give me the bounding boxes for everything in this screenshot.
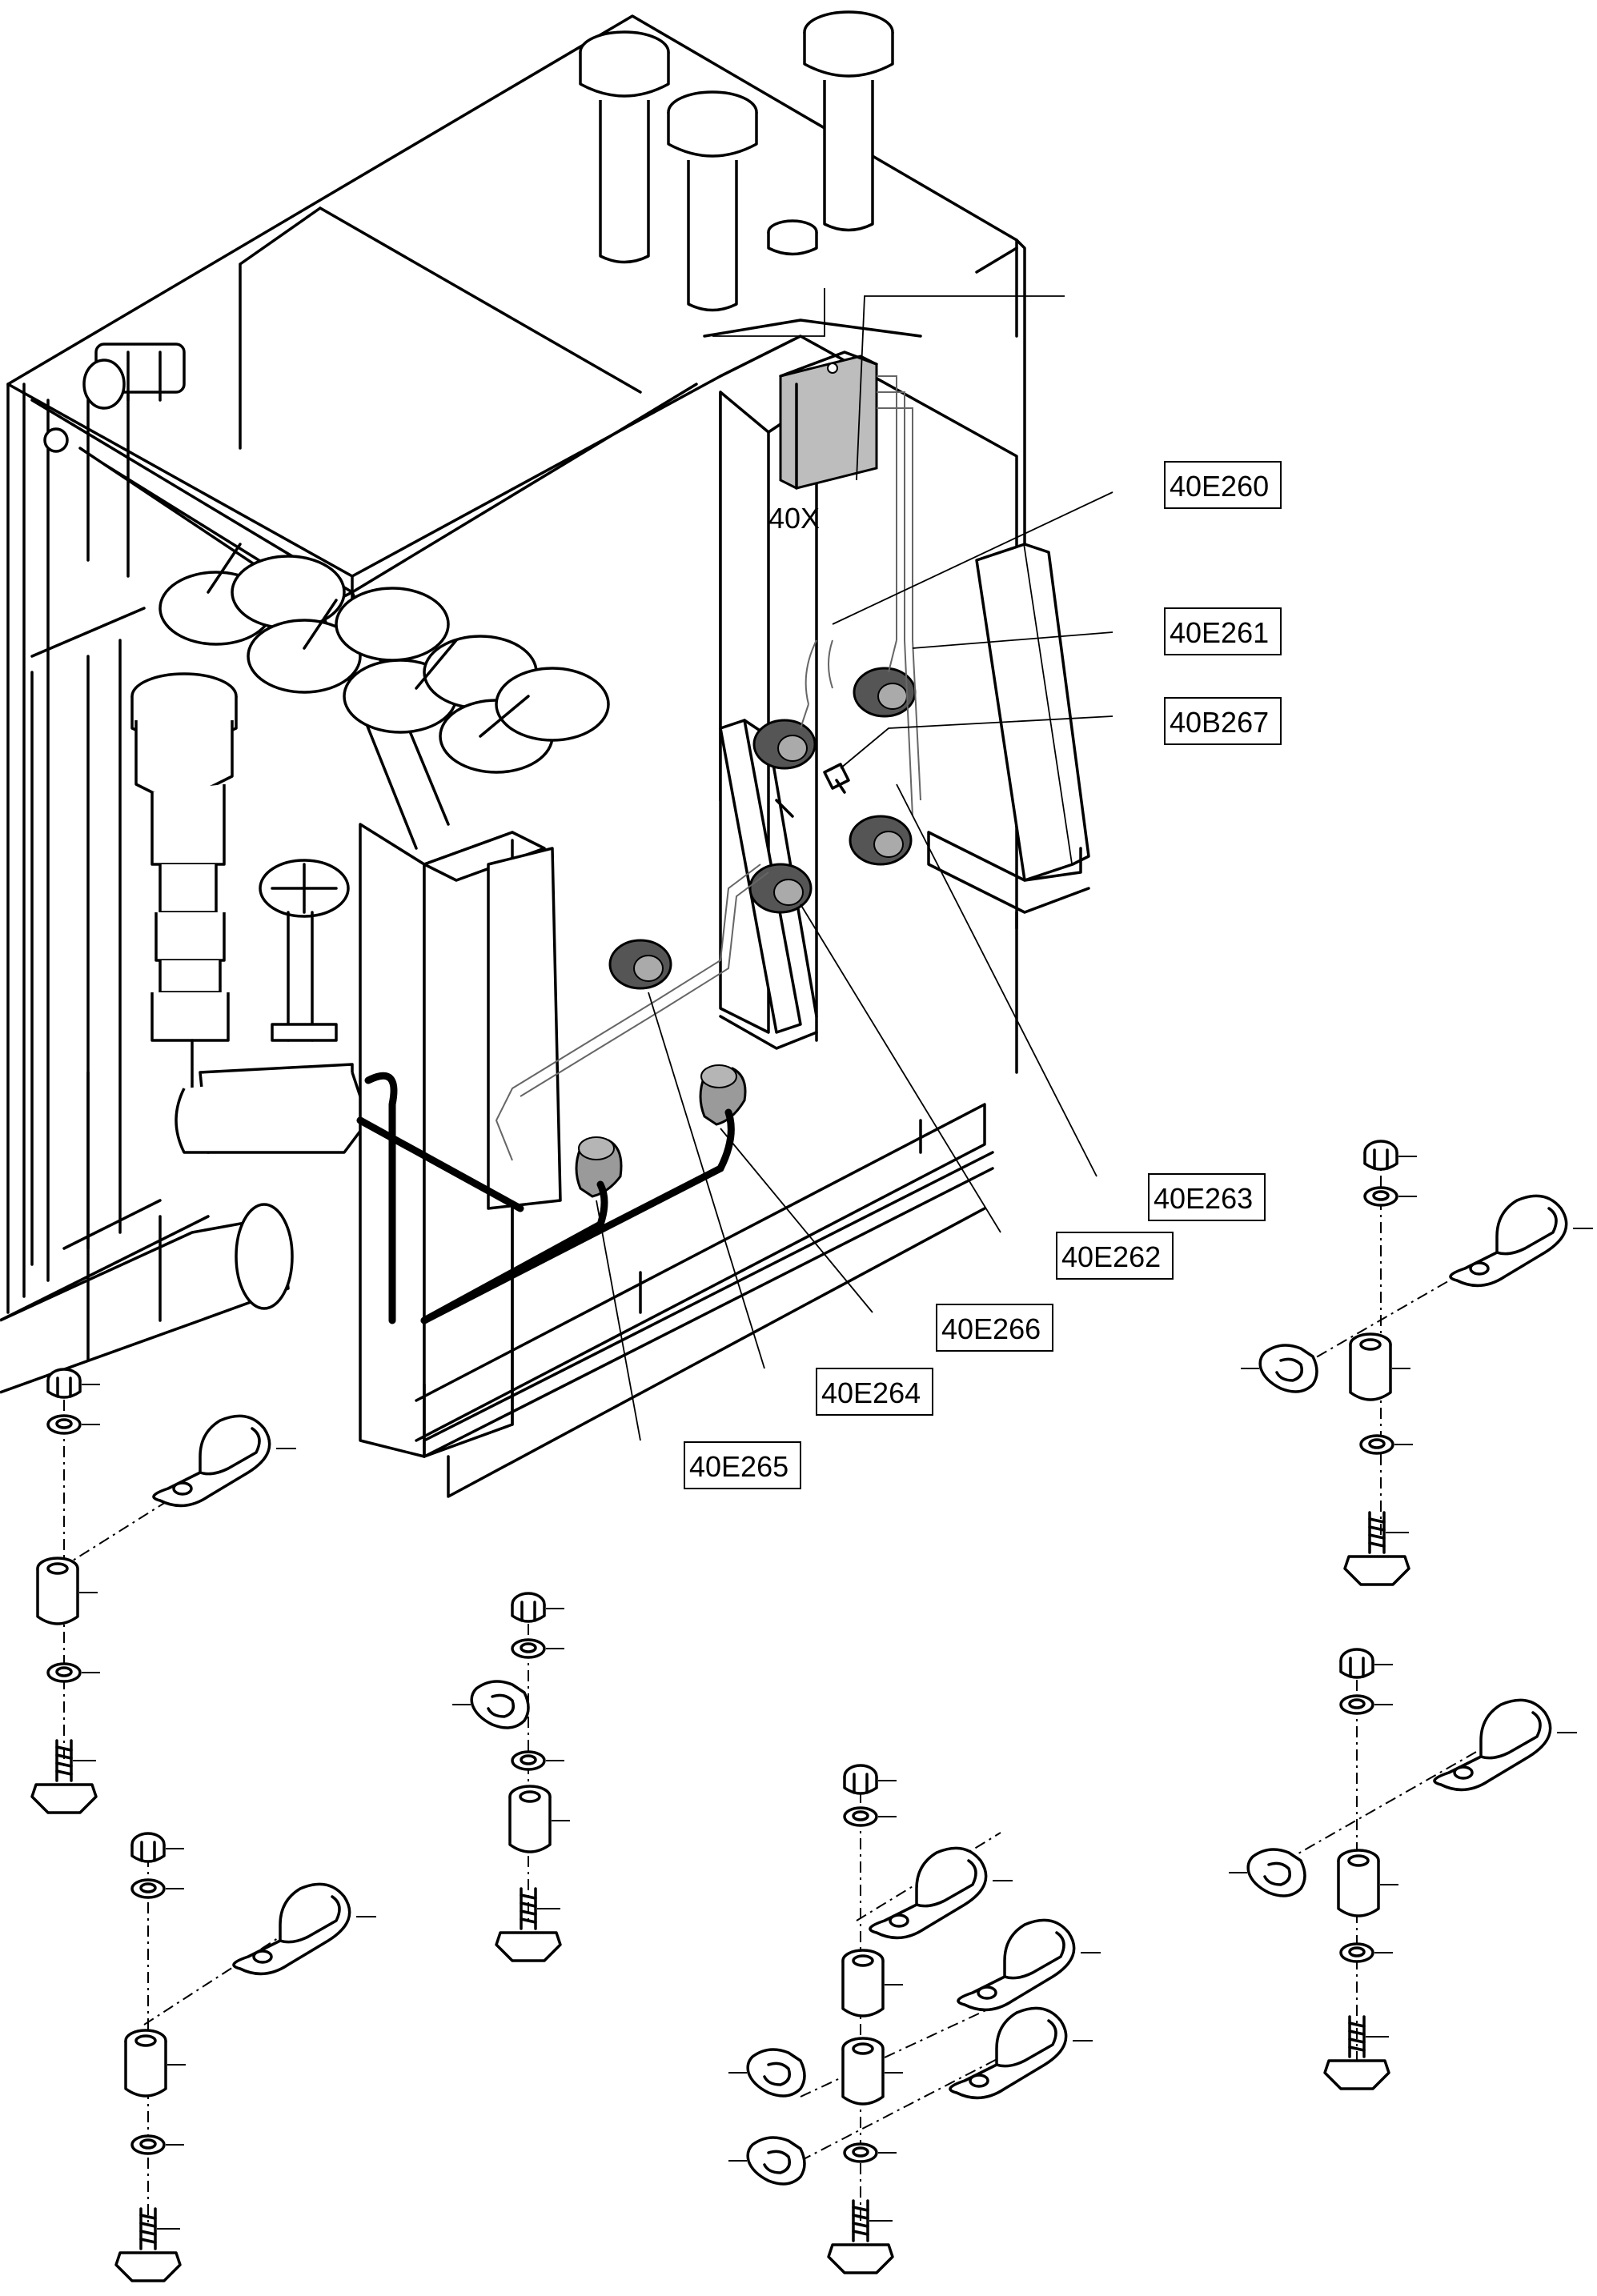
hex-nut	[46, 1368, 102, 1399]
cable-glands	[575, 667, 917, 1198]
small-clamp	[727, 2136, 806, 2186]
washer	[46, 1662, 102, 1683]
top-knobs	[579, 10, 894, 312]
small-clamp	[451, 1680, 530, 1729]
leader-lines	[596, 288, 1113, 1441]
washer	[1359, 1434, 1414, 1455]
washer	[130, 1878, 186, 1899]
small-clamp	[727, 2048, 806, 2098]
gland-40e266	[699, 1064, 747, 1126]
p-clamp	[949, 2006, 1094, 2100]
washer	[843, 1806, 898, 1827]
gland-40e264	[608, 939, 672, 990]
fastener-assembly-e	[1239, 1140, 1595, 1586]
gland-40e262	[748, 863, 813, 914]
callout-40e261: 40E261	[1164, 607, 1282, 655]
washer	[46, 1414, 102, 1435]
t-bolt	[114, 2207, 182, 2282]
motor-unit	[43, 343, 186, 453]
spacer-sleeve	[841, 2037, 905, 2106]
callout-40e263: 40E263	[1148, 1173, 1266, 1221]
hex-nut	[130, 1832, 186, 1863]
knob-left	[579, 30, 670, 264]
p-clamp	[869, 1846, 1014, 1940]
svg-text:40E262: 40E262	[1061, 1240, 1161, 1273]
right-channel	[927, 543, 1090, 930]
callout-40b267: 40B267	[1164, 697, 1282, 745]
washer	[130, 2134, 186, 2155]
washer	[1363, 1186, 1418, 1207]
t-bolt	[1343, 1511, 1410, 1586]
gland-40e261	[853, 667, 917, 718]
p-clamp	[957, 1918, 1102, 2012]
knob-middle	[667, 90, 758, 312]
spacer-sleeve	[841, 1949, 905, 2018]
hex-nut	[1339, 1648, 1394, 1679]
spacer-sleeve	[1337, 1849, 1400, 1917]
gland-40b267	[823, 763, 850, 794]
svg-text:40E261: 40E261	[1170, 616, 1269, 649]
hex-nut	[511, 1592, 566, 1623]
p-clamp	[1433, 1698, 1579, 1792]
fastener-assembly-a	[30, 1368, 298, 1814]
hex-nut	[843, 1764, 898, 1795]
svg-text:40E265: 40E265	[689, 1450, 788, 1483]
cap-small	[767, 219, 818, 256]
fastener-assembly-f	[1227, 1648, 1579, 2090]
gland-40e263	[849, 815, 913, 866]
callout-40e264: 40E264	[816, 1368, 933, 1416]
spacer-sleeve	[508, 1785, 572, 1853]
cables	[356, 639, 921, 1324]
small-clamp	[1239, 1344, 1318, 1393]
impeller-discs	[158, 543, 610, 774]
svg-text:40E266: 40E266	[941, 1312, 1041, 1345]
svg-text:40X: 40X	[768, 502, 820, 535]
fastener-assembly-b	[114, 1832, 378, 2282]
p-clamp	[232, 1882, 378, 1976]
callout-40e260: 40E260	[1164, 461, 1282, 509]
callout-40e265: 40E265	[684, 1441, 801, 1489]
junction-box-40x	[779, 351, 913, 705]
svg-text:40E263: 40E263	[1154, 1182, 1253, 1215]
p-clamp	[152, 1414, 298, 1508]
callout-40e262: 40E262	[1056, 1232, 1174, 1280]
knob-right	[803, 10, 894, 232]
callout-40e266: 40E266	[936, 1304, 1053, 1352]
gland-40e265	[575, 1136, 623, 1198]
svg-text:40E264: 40E264	[821, 1376, 921, 1409]
spacer-sleeve	[124, 2029, 187, 2098]
fastener-assembly-c	[451, 1592, 572, 1962]
svg-text:40B267: 40B267	[1170, 706, 1269, 739]
washer	[511, 1750, 566, 1771]
p-clamp	[1449, 1194, 1595, 1288]
washer	[1339, 1694, 1394, 1715]
hex-nut	[1363, 1140, 1418, 1171]
gland-left-top	[752, 719, 817, 770]
small-clamp	[1227, 1848, 1306, 1897]
washer	[1339, 1942, 1394, 1963]
svg-text:40E260: 40E260	[1170, 470, 1269, 503]
fastener-assembly-d	[727, 1764, 1102, 2274]
spacer-sleeve	[1349, 1332, 1412, 1401]
washer	[843, 2142, 898, 2163]
spacer-sleeve	[36, 1557, 99, 1625]
valve-column	[0, 672, 370, 1394]
washer	[511, 1638, 566, 1659]
callout-40x: 40X	[768, 502, 820, 535]
t-bolt	[495, 1887, 562, 1962]
front-panel	[359, 391, 994, 1498]
